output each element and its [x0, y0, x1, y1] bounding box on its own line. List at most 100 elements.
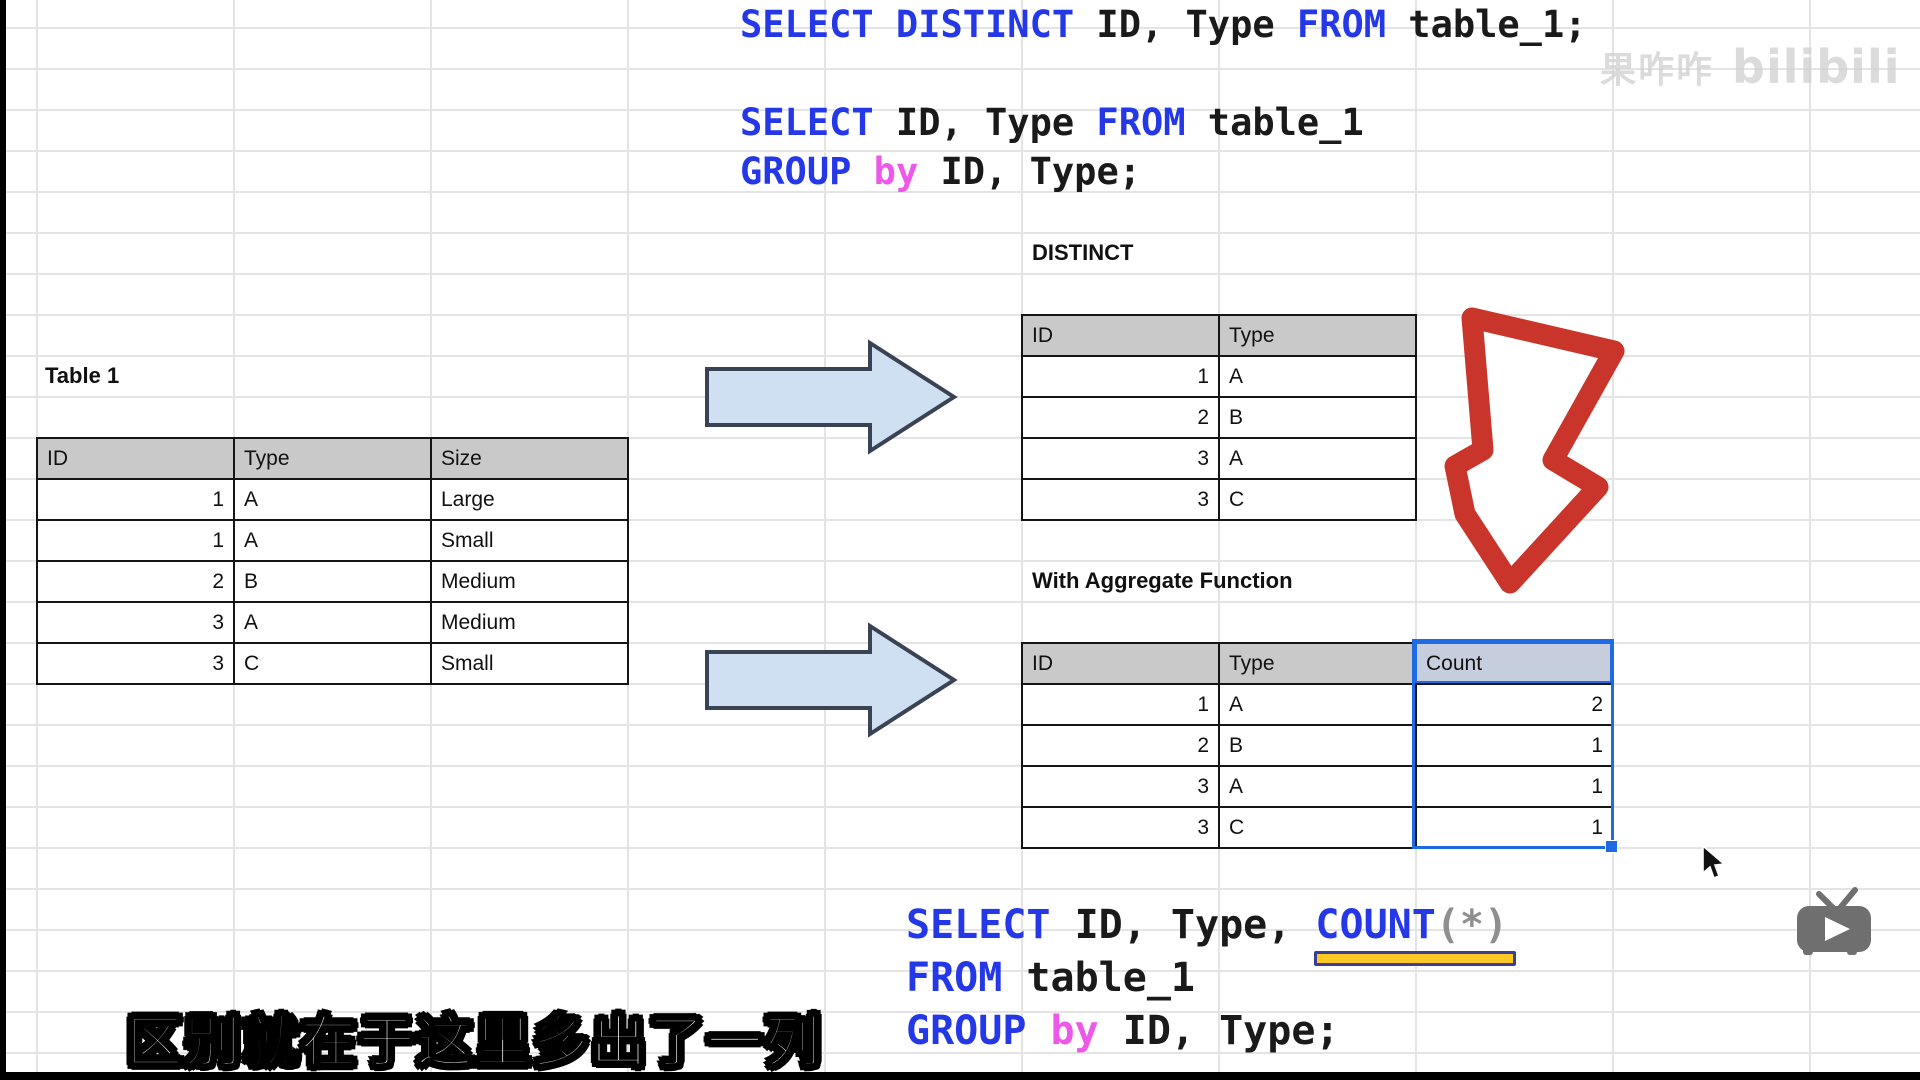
- table-row: 1A: [1022, 356, 1416, 397]
- table-cell[interactable]: 3: [1022, 766, 1219, 807]
- code-token: ID, Type,: [1051, 902, 1316, 948]
- column-header-cell[interactable]: Type: [1219, 315, 1416, 356]
- code-line: GROUP by ID, Type;: [740, 147, 1587, 196]
- table-cell[interactable]: A: [1219, 438, 1416, 479]
- table-cell[interactable]: C: [1219, 479, 1416, 520]
- table-cell[interactable]: B: [234, 561, 431, 602]
- code-token: ID, Type: [874, 101, 1097, 144]
- code-token: by: [1051, 1008, 1099, 1054]
- flow-arrow-top-icon: [704, 339, 958, 455]
- table-cell[interactable]: 1: [1416, 725, 1613, 766]
- table-cell[interactable]: A: [234, 602, 431, 643]
- table-cell[interactable]: 3: [1022, 438, 1219, 479]
- table-cell[interactable]: Large: [431, 479, 628, 520]
- left-letterbox: [0, 0, 6, 1080]
- table-cell[interactable]: 1: [1416, 807, 1613, 848]
- code-token: GROUP: [906, 1008, 1026, 1054]
- table-cell[interactable]: 2: [37, 561, 234, 602]
- code-token: ID, Type;: [1099, 1008, 1340, 1054]
- code-line: SELECT ID, Type FROM table_1: [740, 98, 1587, 147]
- aggregate-title: With Aggregate Function: [1032, 560, 1293, 601]
- table-cell[interactable]: A: [1219, 684, 1416, 725]
- subtitle-caption: 区别就在于这里多出了一列: [127, 997, 823, 1077]
- code-token: table_1: [1002, 955, 1195, 1001]
- bottom-letterbox: [0, 1072, 1920, 1080]
- table-cell[interactable]: 2: [1022, 397, 1219, 438]
- code-token: COUNT: [1315, 902, 1435, 948]
- table-row: 2BMedium: [37, 561, 628, 602]
- table-cell[interactable]: Small: [431, 520, 628, 561]
- table-cell[interactable]: 3: [37, 643, 234, 684]
- code-token: GROUP: [740, 150, 851, 193]
- distinct-title: DISTINCT: [1032, 232, 1133, 273]
- code-line: SELECT DISTINCT ID, Type FROM table_1;: [740, 0, 1587, 49]
- table-cell[interactable]: C: [234, 643, 431, 684]
- column-header-cell[interactable]: Type: [1219, 643, 1416, 684]
- column-header-cell[interactable]: Size: [431, 438, 628, 479]
- mouse-cursor-icon: [1700, 845, 1728, 883]
- code-token: [1026, 1008, 1050, 1054]
- code-token: FROM: [1297, 3, 1386, 46]
- watermark: 果咋咋 bilibili: [1600, 40, 1900, 94]
- table-row: 1ALarge: [37, 479, 628, 520]
- source-table: IDTypeSize 1ALarge1ASmall2BMedium3AMediu…: [36, 437, 629, 685]
- table-cell[interactable]: 3: [1022, 807, 1219, 848]
- table-cell[interactable]: 1: [37, 520, 234, 561]
- code-line: [740, 49, 1587, 98]
- table-row: 3C: [1022, 479, 1416, 520]
- table-row: 2B1: [1022, 725, 1613, 766]
- code-token: [851, 150, 873, 193]
- table-row: 3A1: [1022, 766, 1613, 807]
- column-header-cell[interactable]: ID: [1022, 315, 1219, 356]
- top-sql-code: SELECT DISTINCT ID, Type FROM table_1; S…: [740, 0, 1587, 196]
- code-token: SELECT: [906, 902, 1051, 948]
- table-cell[interactable]: Medium: [431, 561, 628, 602]
- column-header-cell[interactable]: ID: [37, 438, 234, 479]
- code-token: ID, Type;: [918, 150, 1141, 193]
- table-row: 3A: [1022, 438, 1416, 479]
- table-cell[interactable]: 1: [1416, 766, 1613, 807]
- bilibili-play-icon[interactable]: [1795, 884, 1879, 960]
- code-token: SELECT DISTINCT: [740, 3, 1074, 46]
- code-token: ID, Type: [1074, 3, 1297, 46]
- red-annotation-arrow-icon: [1432, 298, 1637, 608]
- table-cell[interactable]: 1: [37, 479, 234, 520]
- distinct-result-table: IDType 1A2B3A3C: [1021, 314, 1417, 521]
- table-cell[interactable]: C: [1219, 807, 1416, 848]
- table-cell[interactable]: A: [1219, 356, 1416, 397]
- code-token: table_1: [1186, 101, 1364, 144]
- code-token: FROM: [1096, 101, 1185, 144]
- code-token: FROM: [906, 955, 1002, 1001]
- table-cell[interactable]: Small: [431, 643, 628, 684]
- table-cell[interactable]: 2: [1416, 684, 1613, 725]
- table-cell[interactable]: A: [234, 479, 431, 520]
- column-header-cell[interactable]: Type: [234, 438, 431, 479]
- table-cell[interactable]: 1: [1022, 356, 1219, 397]
- selection-fill-handle[interactable]: [1605, 840, 1618, 853]
- bottom-sql-code: SELECT ID, Type, COUNT(*)FROM table_1GRO…: [906, 899, 1508, 1058]
- table-cell[interactable]: 2: [1022, 725, 1219, 766]
- table-cell[interactable]: B: [1219, 725, 1416, 766]
- table-cell[interactable]: A: [1219, 766, 1416, 807]
- count-highlight-underline: [1314, 951, 1516, 966]
- table-row: 3AMedium: [37, 602, 628, 643]
- table-header-row: IDType: [1022, 315, 1416, 356]
- code-line: GROUP by ID, Type;: [906, 1005, 1508, 1058]
- watermark-username: 果咋咋: [1600, 41, 1714, 93]
- table-row: 3C1: [1022, 807, 1613, 848]
- table-header-row: IDTypeCount: [1022, 643, 1613, 684]
- table-cell[interactable]: Medium: [431, 602, 628, 643]
- code-token: SELECT: [740, 101, 874, 144]
- table1-title: Table 1: [45, 355, 119, 396]
- table-cell[interactable]: A: [234, 520, 431, 561]
- table-cell[interactable]: B: [1219, 397, 1416, 438]
- table-cell[interactable]: 3: [1022, 479, 1219, 520]
- column-header-cell[interactable]: Count: [1416, 643, 1613, 684]
- table-cell[interactable]: 1: [1022, 684, 1219, 725]
- flow-arrow-bottom-icon: [704, 622, 958, 738]
- code-line: SELECT ID, Type, COUNT(*): [906, 899, 1508, 952]
- table-cell[interactable]: 3: [37, 602, 234, 643]
- column-header-cell[interactable]: ID: [1022, 643, 1219, 684]
- table-row: 1A2: [1022, 684, 1613, 725]
